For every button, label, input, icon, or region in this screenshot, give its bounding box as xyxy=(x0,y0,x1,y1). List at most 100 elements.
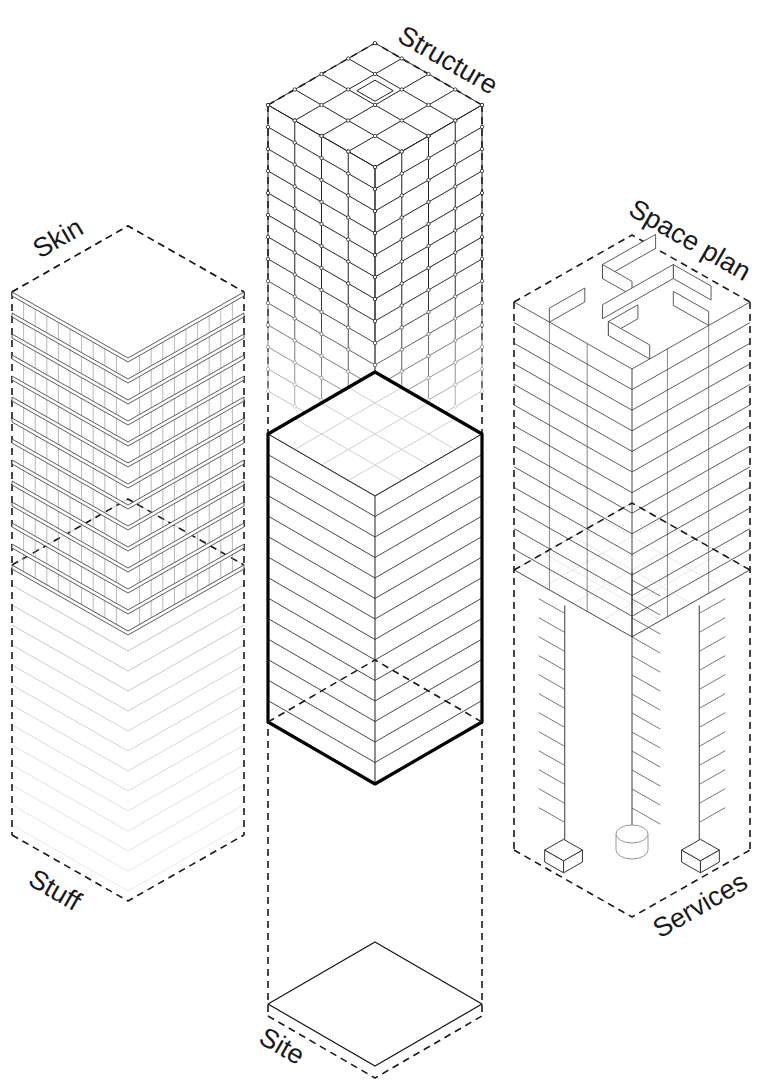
mullion xyxy=(220,477,221,494)
mullion xyxy=(58,322,59,339)
joint-node xyxy=(266,235,269,238)
joint-node xyxy=(480,103,483,106)
mullion xyxy=(209,463,210,480)
mullion xyxy=(151,370,152,387)
joint-node xyxy=(400,150,403,153)
joint-node xyxy=(320,222,323,225)
centre-column xyxy=(266,41,483,1078)
column-line xyxy=(401,218,402,240)
mullion xyxy=(209,568,210,585)
mullion xyxy=(46,400,47,417)
joint-node xyxy=(373,275,376,278)
mullion xyxy=(58,490,59,507)
mullion xyxy=(232,450,233,467)
joint-node xyxy=(427,156,430,159)
mullion xyxy=(70,434,71,451)
mullion xyxy=(116,460,117,477)
joint-node xyxy=(480,235,483,238)
mullion xyxy=(151,559,152,576)
mullion xyxy=(174,504,175,521)
dashed-outline xyxy=(513,302,515,850)
column-line xyxy=(482,171,483,193)
column-line xyxy=(401,306,402,328)
floor-slab xyxy=(12,481,244,551)
mullion xyxy=(209,484,210,501)
column-line xyxy=(455,231,456,253)
column-line xyxy=(482,127,483,149)
mullion xyxy=(46,526,47,543)
joint-node xyxy=(347,326,350,329)
joint-node xyxy=(320,200,323,203)
joint-node xyxy=(373,41,376,44)
column-line xyxy=(482,347,483,369)
mullion xyxy=(162,531,163,548)
joint-node xyxy=(266,213,269,216)
column-line xyxy=(268,347,269,369)
mullion xyxy=(209,421,210,438)
mullion xyxy=(23,387,24,404)
ghost-grid xyxy=(322,403,429,465)
column-line xyxy=(401,174,402,196)
mullion xyxy=(220,372,221,389)
mullion xyxy=(162,447,163,464)
mullion xyxy=(220,561,221,578)
service-branch xyxy=(539,751,565,766)
column-line xyxy=(294,187,295,209)
mullion xyxy=(70,476,71,493)
column-line xyxy=(375,189,376,211)
joint-node xyxy=(347,216,350,219)
mullion xyxy=(58,343,59,360)
mullion xyxy=(58,448,59,465)
column-line xyxy=(375,211,376,233)
layer-label: Space plan xyxy=(622,192,757,288)
mullion xyxy=(23,450,24,467)
joint-node xyxy=(320,310,323,313)
service-branch xyxy=(699,694,725,709)
mullion xyxy=(104,496,105,513)
mullion xyxy=(116,439,117,456)
joint-node xyxy=(427,103,430,106)
mullion xyxy=(58,553,59,570)
column-line xyxy=(455,385,456,407)
floor-line xyxy=(12,765,244,831)
joint-node xyxy=(480,169,483,172)
joint-node xyxy=(427,376,430,379)
service-branch xyxy=(539,675,565,690)
service-branch xyxy=(632,770,660,786)
joint-node xyxy=(320,103,323,106)
roof-edge xyxy=(268,434,482,496)
joint-node xyxy=(293,295,296,298)
service-branch xyxy=(539,618,565,633)
mullion xyxy=(23,324,24,341)
dashed-outline xyxy=(749,302,751,850)
column-line xyxy=(375,321,376,343)
service-branch xyxy=(539,808,565,823)
mullion xyxy=(93,552,94,569)
floor-line xyxy=(12,605,244,671)
mullion xyxy=(70,560,71,577)
joint-node xyxy=(347,370,350,373)
column-line xyxy=(482,193,483,215)
service-branch xyxy=(699,618,725,633)
mullion xyxy=(46,484,47,501)
mullion xyxy=(151,433,152,450)
mullion xyxy=(35,330,36,347)
joint-node xyxy=(347,150,350,153)
mullion xyxy=(186,455,187,472)
joint-node xyxy=(427,222,430,225)
beam-line xyxy=(375,105,482,167)
mullion xyxy=(162,468,163,485)
joint-node xyxy=(400,282,403,285)
mullion xyxy=(209,505,210,522)
column-line xyxy=(401,284,402,306)
mullion xyxy=(186,413,187,430)
beam-line xyxy=(322,74,429,136)
column-line xyxy=(294,231,295,253)
column-line xyxy=(294,209,295,231)
joint-node xyxy=(373,103,376,106)
mullion xyxy=(70,518,71,535)
floor-line xyxy=(514,323,750,390)
column-line xyxy=(268,105,269,127)
partition-wall xyxy=(549,288,584,322)
column-line xyxy=(268,193,269,215)
